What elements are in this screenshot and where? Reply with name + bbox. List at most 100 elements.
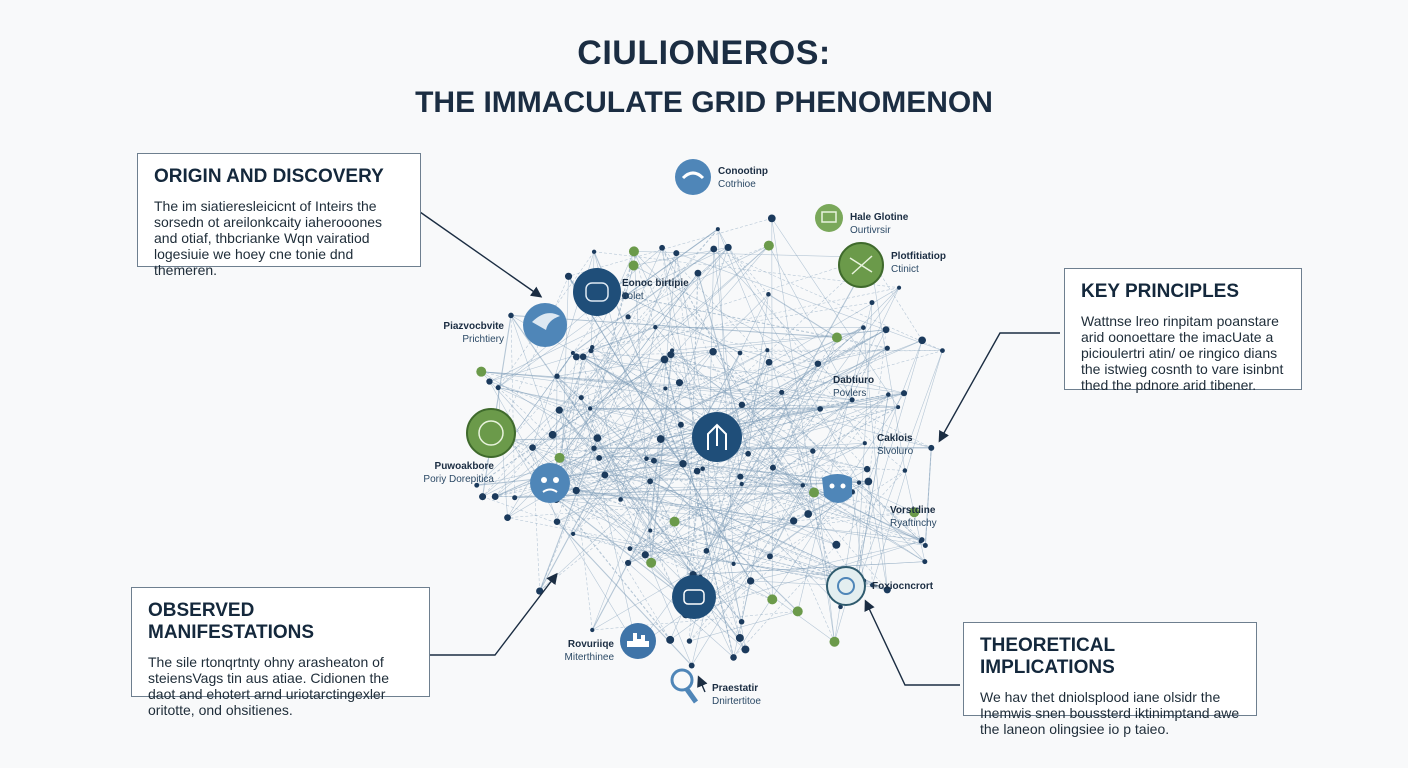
network-edge	[772, 467, 809, 515]
network-edge	[655, 326, 803, 486]
theoretical-implications-box: THEORETICAL IMPLICATIONS We hav thet dni…	[963, 622, 1257, 737]
network-edge	[540, 272, 699, 485]
network-node-dot	[715, 227, 720, 232]
city-icon	[620, 623, 656, 659]
network-node-dot	[588, 348, 594, 354]
network-edge	[489, 381, 803, 486]
network-edge	[589, 408, 687, 615]
network-edge	[717, 228, 860, 483]
network-node-dot	[694, 269, 702, 277]
network-node-dot	[486, 378, 493, 385]
network-node-dot	[512, 495, 518, 501]
network-node-dot	[919, 537, 925, 543]
network-node-dot	[804, 510, 813, 518]
network-edges	[476, 218, 943, 666]
network-edge	[653, 329, 887, 461]
network-node-dot	[621, 292, 630, 300]
network-edge	[771, 218, 835, 642]
network-node-dot	[641, 551, 649, 559]
network-node-dot	[693, 467, 701, 475]
network-edge	[581, 252, 677, 398]
network-node-dot	[817, 406, 824, 412]
network-node-dot	[884, 345, 890, 351]
network-node-dot	[686, 638, 693, 644]
network-node-dot	[646, 557, 657, 568]
network-edge	[572, 248, 715, 354]
network-edge	[713, 350, 943, 353]
network-edge	[739, 294, 769, 354]
network-edge	[627, 521, 675, 564]
network-node-dot	[737, 473, 744, 480]
network-edge	[689, 611, 798, 642]
network-edge	[497, 251, 595, 388]
network-node-dot	[564, 272, 573, 280]
network-node-dot	[628, 260, 639, 271]
network-node-dot	[504, 514, 511, 522]
network-edge	[590, 350, 661, 440]
network-node-dot	[900, 390, 908, 397]
network-edge	[556, 491, 853, 500]
connector-lines	[419, 211, 1060, 686]
wave-icon	[523, 303, 567, 347]
origin-body: The im siatieresleicicnt of Inteirs the …	[154, 198, 383, 278]
network-edge	[559, 409, 694, 575]
network-edge	[481, 371, 853, 401]
network-edge	[863, 327, 888, 590]
pipe-icon	[670, 668, 708, 704]
network-edge	[661, 247, 701, 578]
network-node-dot	[529, 444, 536, 451]
network-edge	[852, 491, 865, 581]
network-edge	[665, 388, 742, 406]
network-edge	[771, 218, 899, 408]
network-edge	[767, 349, 943, 351]
network-edge	[476, 354, 672, 486]
network-edge	[629, 359, 665, 549]
network-node-dot	[765, 348, 770, 353]
network-node-dot	[625, 314, 631, 320]
network-node-dot	[896, 285, 902, 290]
network-node-dot	[731, 561, 736, 567]
network-edge	[540, 476, 741, 485]
network-edge	[733, 393, 905, 658]
leaf-icon	[815, 204, 843, 232]
network-node-dot	[591, 445, 597, 451]
manifestations-connector	[430, 572, 558, 656]
network-edge	[856, 394, 889, 587]
network-node-dot	[886, 392, 891, 397]
network-node-dot	[832, 540, 841, 549]
network-edge	[750, 580, 835, 642]
network-edge	[589, 245, 770, 409]
network-edge	[482, 315, 512, 497]
network-edge	[509, 352, 574, 441]
network-edge	[539, 327, 864, 592]
network-node-dot	[766, 292, 771, 297]
network-edge	[750, 541, 921, 582]
network-node-dot	[491, 493, 499, 500]
network-edge	[625, 265, 634, 296]
network-edge	[817, 347, 888, 364]
network-node-dot	[765, 358, 773, 366]
network-edge	[494, 228, 719, 497]
network-edge	[509, 439, 694, 575]
network-edge	[797, 302, 873, 612]
principles-connector	[938, 332, 1060, 443]
network-edge	[633, 251, 926, 562]
network-edge	[868, 481, 873, 586]
observed-manifestations-box: OBSERVED MANIFESTATIONS The sile rtonqrt…	[131, 587, 430, 718]
network-edge	[568, 276, 655, 461]
network-node-dot	[627, 546, 633, 552]
network-edge	[697, 392, 905, 472]
network-edge	[540, 484, 926, 546]
network-node-dot	[870, 582, 875, 588]
network-edge	[592, 346, 925, 562]
network-edge	[628, 316, 818, 364]
network-edge	[481, 371, 899, 408]
network-edge	[650, 468, 868, 482]
network-edge	[573, 533, 646, 556]
implications-heading: THEORETICAL IMPLICATIONS	[980, 635, 1115, 678]
network-node-dot	[724, 243, 732, 252]
network-edge	[590, 326, 656, 352]
